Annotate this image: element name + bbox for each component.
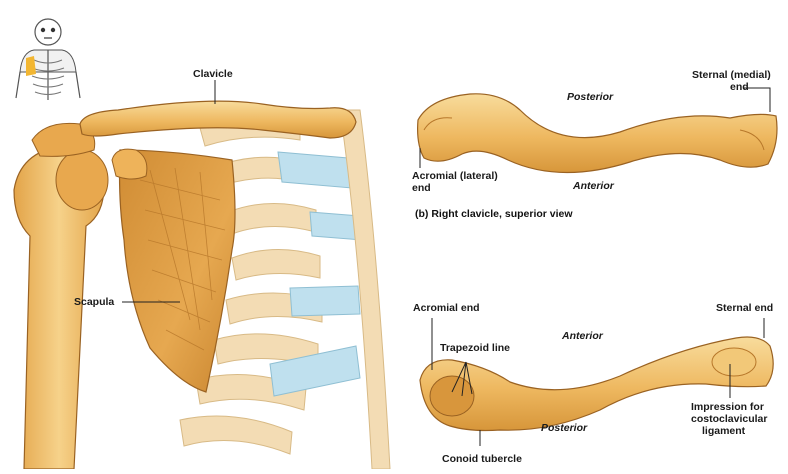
anterior-top-label: Anterior	[573, 180, 614, 192]
posterior-top-label: Posterior	[567, 91, 613, 103]
figure-caption-b: (b) Right clavicle, superior view	[415, 208, 573, 220]
clavicle-label: Clavicle	[193, 68, 233, 80]
anterior-bottom-label: Anterior	[562, 330, 603, 342]
posterior-bottom-label: Posterior	[541, 422, 587, 434]
impression-label-line3: ligament	[702, 425, 745, 437]
sternal-medial-end-label-line2: end	[730, 81, 749, 93]
sternal-end-label: Sternal end	[716, 302, 773, 314]
clavicle-superior-view	[418, 94, 777, 173]
trapezoid-line-label: Trapezoid line	[440, 342, 510, 354]
scapula-label: Scapula	[74, 296, 114, 308]
acromial-lateral-end-label-line2: end	[412, 182, 431, 194]
sternal-medial-end-label-line1: Sternal (medial)	[692, 69, 771, 81]
costoclavicular-impression	[712, 348, 756, 376]
conoid-region	[430, 376, 474, 416]
impression-label-line2: costoclavicular	[691, 413, 767, 425]
skeleton-thumbnail-icon	[16, 19, 80, 100]
acromial-end-label: Acromial end	[413, 302, 480, 314]
humeral-head	[56, 150, 108, 210]
conoid-tubercle-label: Conoid tubercle	[442, 453, 522, 465]
acromial-lateral-end-label-line1: Acromial (lateral)	[412, 170, 498, 182]
impression-label-line1: Impression for	[691, 401, 764, 413]
